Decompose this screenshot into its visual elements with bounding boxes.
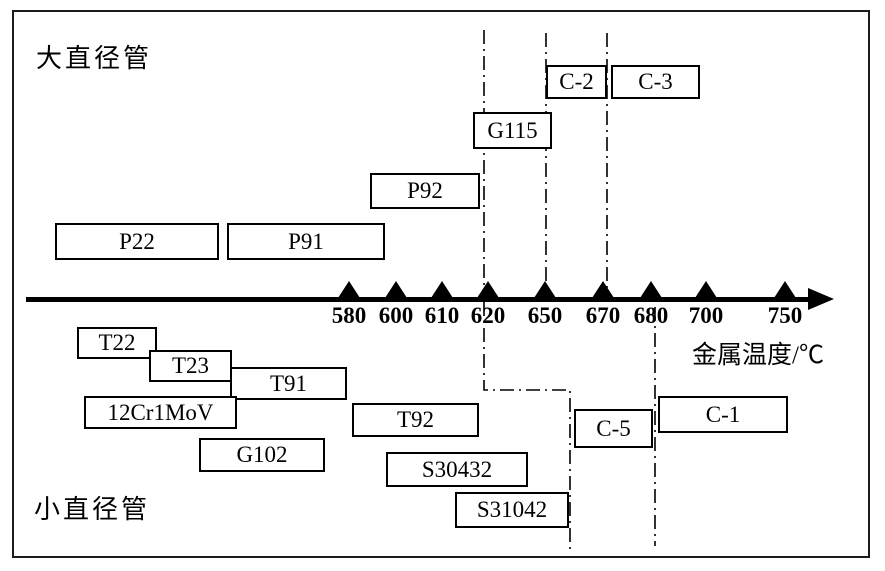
tick-label-650: 650 <box>527 303 563 328</box>
tick-marker-icon-650 <box>534 281 556 298</box>
tick-label-620: 620 <box>470 303 506 328</box>
tick-marker-icon-620 <box>477 281 499 298</box>
material-box-t23: T23 <box>149 350 232 382</box>
tick-label-680: 680 <box>633 303 669 328</box>
material-box-12cr1mov: 12Cr1MoV <box>84 396 237 429</box>
material-box-g115: G115 <box>473 112 552 149</box>
tick-label-700: 700 <box>688 303 724 328</box>
material-box-c3: C-3 <box>611 65 700 99</box>
tick-label-750: 750 <box>767 303 803 328</box>
region-title-large-diameter-pipes: 大直径管 <box>36 44 153 73</box>
material-box-p92: P92 <box>370 173 480 209</box>
material-box-c1: C-1 <box>658 396 788 433</box>
tick-label-610: 610 <box>424 303 460 328</box>
material-box-s30432: S30432 <box>386 452 528 487</box>
tick-label-670: 670 <box>585 303 621 328</box>
tick-marker-icon-700 <box>695 281 717 298</box>
temperature-axis-line <box>26 297 814 302</box>
material-box-t92: T92 <box>352 403 479 437</box>
material-box-s31042: S31042 <box>455 492 569 528</box>
tick-label-600: 600 <box>378 303 414 328</box>
tick-marker-icon-600 <box>385 281 407 298</box>
region-title-small-diameter-pipes: 小直径管 <box>34 495 151 524</box>
tick-label-580: 580 <box>331 303 367 328</box>
diagram-frame <box>12 10 870 558</box>
tick-marker-icon-580 <box>338 281 360 298</box>
tick-marker-icon-670 <box>592 281 614 298</box>
axis-unit-label: 金属温度/℃ <box>692 342 824 369</box>
material-box-p22: P22 <box>55 223 219 260</box>
material-box-p91: P91 <box>227 223 385 260</box>
material-box-c2: C-2 <box>546 65 607 99</box>
tick-marker-icon-680 <box>640 281 662 298</box>
material-box-t91: T91 <box>230 367 347 400</box>
material-box-t22: T22 <box>77 327 157 359</box>
material-box-c5: C-5 <box>574 409 653 448</box>
tick-marker-icon-750 <box>774 281 796 298</box>
tick-marker-icon-610 <box>431 281 453 298</box>
axis-arrow-icon <box>808 288 834 310</box>
material-box-g102: G102 <box>199 438 325 472</box>
